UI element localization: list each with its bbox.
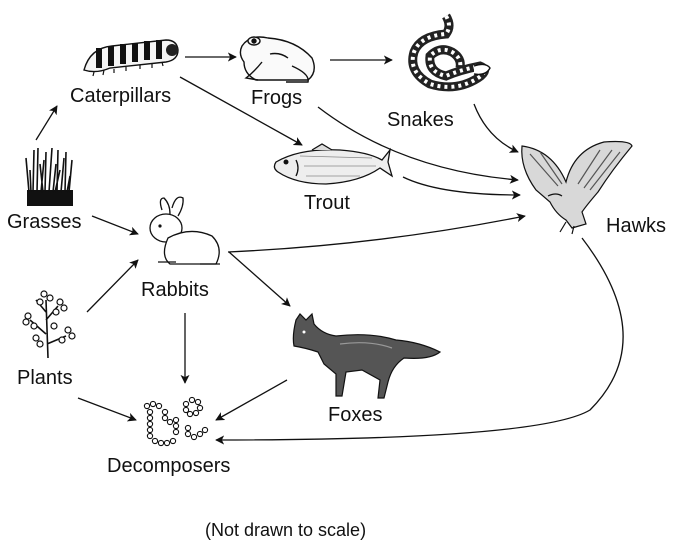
arrow-foxes-decomposers bbox=[215, 379, 288, 421]
arrow-trout-hawks bbox=[402, 176, 521, 200]
arrow-rabbits-foxes bbox=[228, 251, 291, 307]
grasses-icon bbox=[25, 147, 73, 206]
arrow-frogs-hawks bbox=[317, 106, 519, 184]
caterpillar-icon bbox=[83, 39, 179, 77]
label-plants: Plants bbox=[17, 367, 73, 389]
arrows bbox=[35, 52, 624, 445]
label-snakes: Snakes bbox=[387, 109, 454, 131]
decomposers-icon bbox=[143, 396, 209, 447]
arrow-plants-rabbits bbox=[86, 259, 139, 313]
arrow-grasses-rabbits bbox=[91, 215, 139, 236]
arrow-snakes-hawks bbox=[473, 103, 519, 153]
arrow-plants-decomposers bbox=[77, 397, 137, 422]
fox-icon bbox=[292, 312, 442, 399]
label-grasses: Grasses bbox=[7, 211, 82, 233]
frog-icon bbox=[239, 36, 315, 83]
plants-icon bbox=[22, 290, 76, 359]
label-foxes: Foxes bbox=[328, 404, 383, 426]
label-rabbits: Rabbits bbox=[141, 279, 209, 301]
rabbit-icon bbox=[149, 196, 220, 265]
label-decomposers: Decomposers bbox=[107, 455, 231, 477]
arrow-grasses-caterpillars bbox=[35, 105, 58, 141]
label-frogs: Frogs bbox=[251, 87, 303, 109]
arrow-caterpillars-trout bbox=[179, 76, 303, 146]
label-trout: Trout bbox=[304, 192, 350, 214]
arrow-hawks-decomposers bbox=[215, 237, 624, 445]
label-hawks: Hawks bbox=[606, 215, 667, 237]
hawk-icon bbox=[521, 140, 633, 235]
snake-icon bbox=[408, 13, 491, 92]
label-caterpillars: Caterpillars bbox=[70, 85, 172, 107]
footnote-not-to-scale: (Not drawn to scale) bbox=[205, 520, 367, 540]
arrow-rabbits-hawks bbox=[227, 213, 526, 253]
trout-icon bbox=[273, 143, 394, 185]
